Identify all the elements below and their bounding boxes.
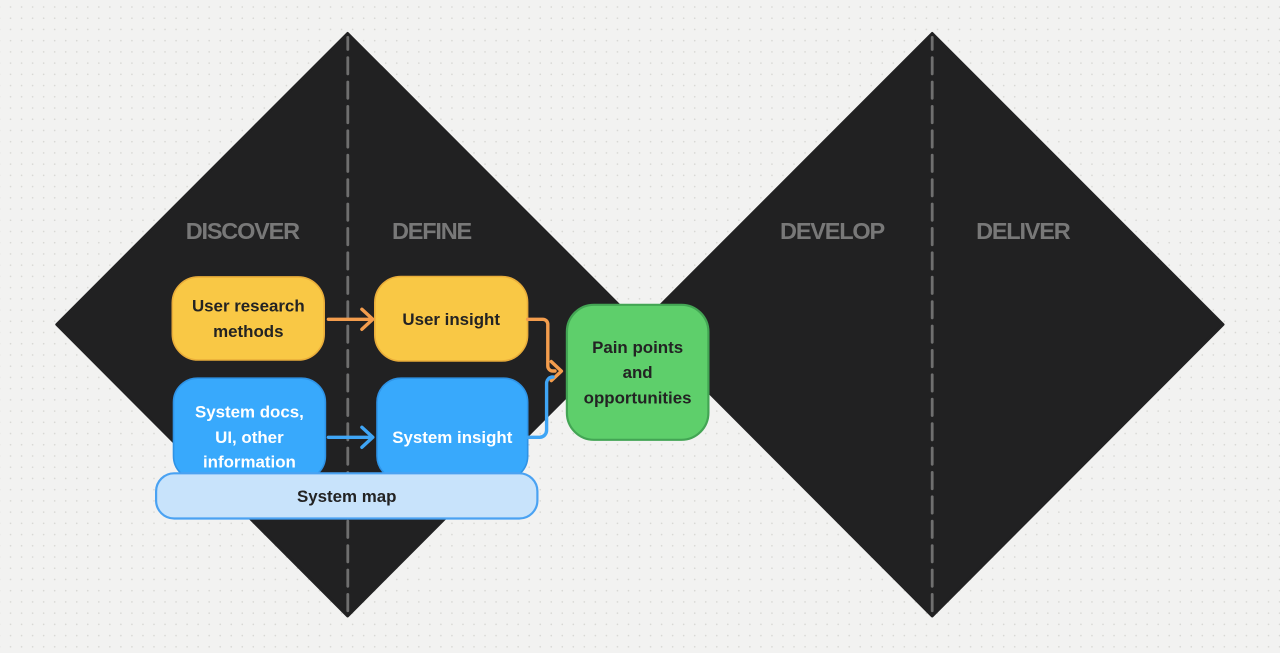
svg-text:and: and	[623, 363, 653, 382]
svg-text:opportunities: opportunities	[584, 388, 692, 407]
svg-text:User research: User research	[192, 297, 305, 316]
svg-text:Pain points: Pain points	[592, 338, 683, 357]
svg-text:System insight: System insight	[392, 428, 513, 447]
svg-text:DEVELOP: DEVELOP	[780, 218, 884, 244]
svg-text:UI, other: UI, other	[215, 428, 284, 447]
svg-text:User insight: User insight	[402, 310, 500, 329]
svg-text:System docs,: System docs,	[195, 402, 304, 421]
svg-text:methods: methods	[213, 322, 283, 341]
svg-text:DISCOVER: DISCOVER	[186, 218, 300, 244]
svg-text:System map: System map	[297, 487, 397, 506]
svg-text:DELIVER: DELIVER	[976, 218, 1071, 244]
svg-text:information: information	[203, 453, 296, 472]
svg-text:DEFINE: DEFINE	[392, 218, 472, 244]
